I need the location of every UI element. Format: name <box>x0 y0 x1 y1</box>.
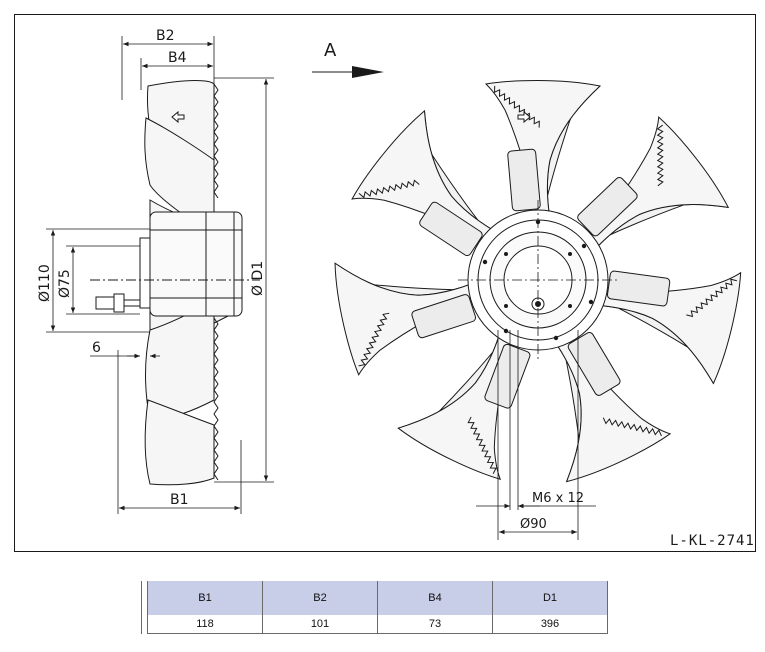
dim-6-label: 6 <box>92 340 101 356</box>
value-d1: 396 <box>492 615 608 634</box>
view-a-label: A <box>324 40 337 61</box>
value-b2: 101 <box>262 615 378 634</box>
drawing-code: L-KL-2741 <box>670 533 755 549</box>
header-b2: B2 <box>262 581 378 615</box>
side-view <box>90 80 260 486</box>
thread-label: M6 x 12 <box>532 491 584 506</box>
header-b4: B4 <box>377 581 493 615</box>
dim-b4-label: B4 <box>168 50 187 66</box>
dim-d1-label: Ø D1 <box>250 261 266 296</box>
table-row: 118 101 73 396 <box>147 615 608 634</box>
dimension-table: B1 B2 B4 D1 118 101 73 396 <box>147 581 608 634</box>
drawing-frame <box>14 14 756 552</box>
front-view-dimensions <box>476 330 596 540</box>
value-b1: 118 <box>147 615 263 634</box>
header-b1: B1 <box>147 581 263 615</box>
view-direction-arrow <box>312 66 384 78</box>
side-view-dimensions <box>46 36 274 514</box>
header-d1: D1 <box>492 581 608 615</box>
dim-d110-label: Ø110 <box>37 264 53 302</box>
front-center-lines <box>458 200 620 360</box>
value-b4: 73 <box>377 615 493 634</box>
dim-d90-label: Ø90 <box>520 517 547 532</box>
table-left-strip <box>141 581 148 634</box>
fan-technical-drawing: B2 B4 B1 Ø D1 Ø110 Ø75 6 A <box>14 14 756 552</box>
rotation-arrows <box>171 110 531 124</box>
table-header-row: B1 B2 B4 D1 <box>147 581 608 615</box>
dim-d75-label: Ø75 <box>57 269 73 298</box>
dim-b1-label: B1 <box>170 492 189 508</box>
front-view <box>329 80 745 488</box>
dim-b2-label: B2 <box>156 28 175 44</box>
